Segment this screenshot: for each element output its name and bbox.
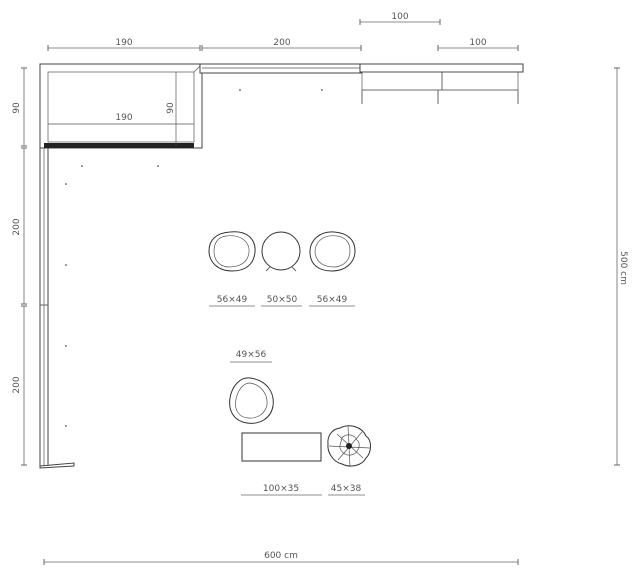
dim-label-left-mid: 200 bbox=[12, 218, 22, 235]
dim-label-top-mid: 200 bbox=[273, 38, 290, 48]
plant-icon bbox=[327, 425, 371, 468]
top-right-cabinets bbox=[359, 63, 524, 104]
dim-label-table: 100×35 bbox=[263, 484, 299, 494]
dim-label-left-top: 90 bbox=[12, 102, 22, 114]
dimension-chair-lower: 49×56 bbox=[230, 350, 272, 363]
dimension-left-top: 90 bbox=[12, 67, 27, 147]
dim-label-chair-lower: 49×56 bbox=[236, 350, 267, 360]
top-wall-module bbox=[199, 63, 363, 74]
dim-label-chair-right: 56×49 bbox=[317, 295, 348, 305]
dimension-total-width: 600 cm bbox=[43, 551, 519, 565]
dimension-plant: 45×38 bbox=[328, 484, 365, 496]
dimension-total-height: 500 cm bbox=[614, 67, 628, 466]
dim-label-inner-depth: 90 bbox=[166, 102, 176, 114]
armchair-right bbox=[309, 231, 356, 272]
dimension-left-bottom: 200 bbox=[12, 305, 27, 466]
coffee-table bbox=[241, 432, 322, 462]
dim-label-inner-width: 190 bbox=[115, 113, 132, 123]
dimension-chair-right: 56×49 bbox=[309, 295, 355, 307]
dim-label-total-height: 500 cm bbox=[618, 251, 628, 285]
dim-label-total-width: 600 cm bbox=[264, 551, 298, 561]
dimension-top-left: 190 bbox=[47, 38, 201, 51]
dimension-chair-left: 56×49 bbox=[209, 295, 255, 307]
stool-center bbox=[261, 231, 301, 272]
dimension-stool-center: 50×50 bbox=[261, 295, 302, 307]
armchair-left bbox=[208, 231, 256, 272]
dim-label-top-right-lower: 100 bbox=[469, 38, 486, 48]
dim-label-chair-left: 56×49 bbox=[217, 295, 248, 305]
dimension-left-mid: 200 bbox=[12, 147, 27, 305]
dim-label-stool-center: 50×50 bbox=[267, 295, 298, 305]
dim-label-plant: 45×38 bbox=[331, 484, 362, 494]
top-left-module: 190 90 bbox=[39, 63, 203, 149]
dimension-top-mid: 200 bbox=[201, 38, 362, 51]
dim-label-top-left: 190 bbox=[115, 38, 132, 48]
dim-label-left-bottom: 200 bbox=[12, 376, 22, 393]
dimension-top-right-lower: 100 bbox=[437, 38, 519, 51]
dimension-table: 100×35 bbox=[241, 484, 322, 496]
dim-label-top-right-upper: 100 bbox=[391, 12, 408, 22]
armchair-lower bbox=[229, 377, 274, 424]
dimension-top-right-upper: 100 bbox=[359, 12, 441, 25]
reference-dots bbox=[65, 89, 323, 427]
